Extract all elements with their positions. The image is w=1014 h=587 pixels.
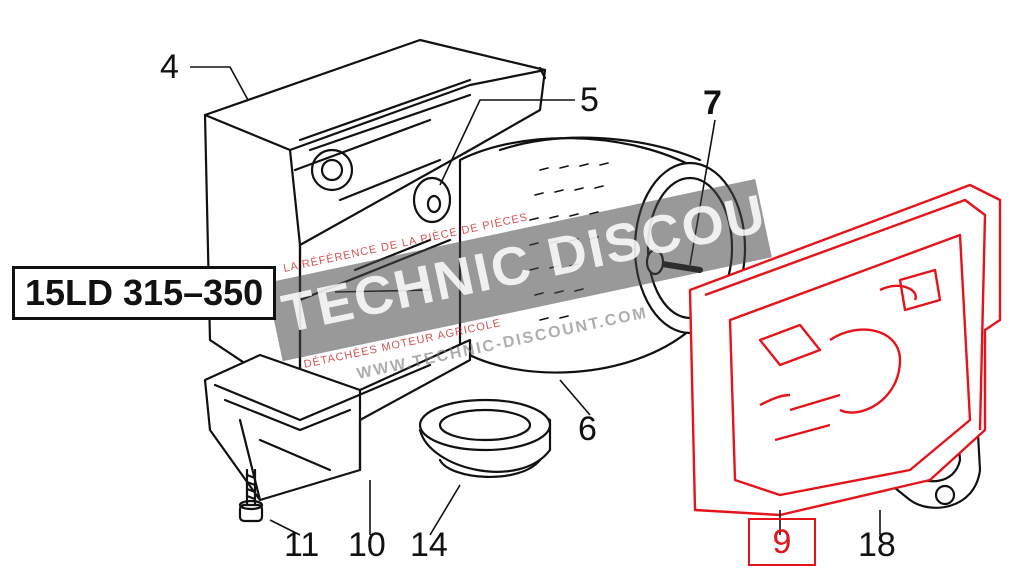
callout-9: 9 [748, 518, 816, 566]
part-11-screw [238, 468, 264, 523]
callout-11: 11 [284, 526, 320, 564]
leader-6 [559, 379, 591, 416]
callout-6: 6 [578, 410, 597, 448]
part-10-base [203, 338, 472, 502]
callout-5: 5 [580, 81, 599, 119]
model-label: 15LD 315–350 [12, 266, 277, 320]
callout-10: 10 [348, 526, 386, 564]
leader-model [334, 289, 431, 293]
leader-11 [269, 519, 301, 536]
leader-5 [439, 99, 575, 186]
leader-14 [429, 484, 461, 536]
part-5-washer [412, 176, 452, 224]
callout-14: 14 [410, 526, 448, 564]
leader-4 [190, 66, 249, 101]
callout-18: 18 [858, 526, 896, 564]
callout-4: 4 [160, 48, 179, 86]
part-14-bowl [418, 398, 552, 478]
callout-7: 7 [703, 84, 722, 122]
